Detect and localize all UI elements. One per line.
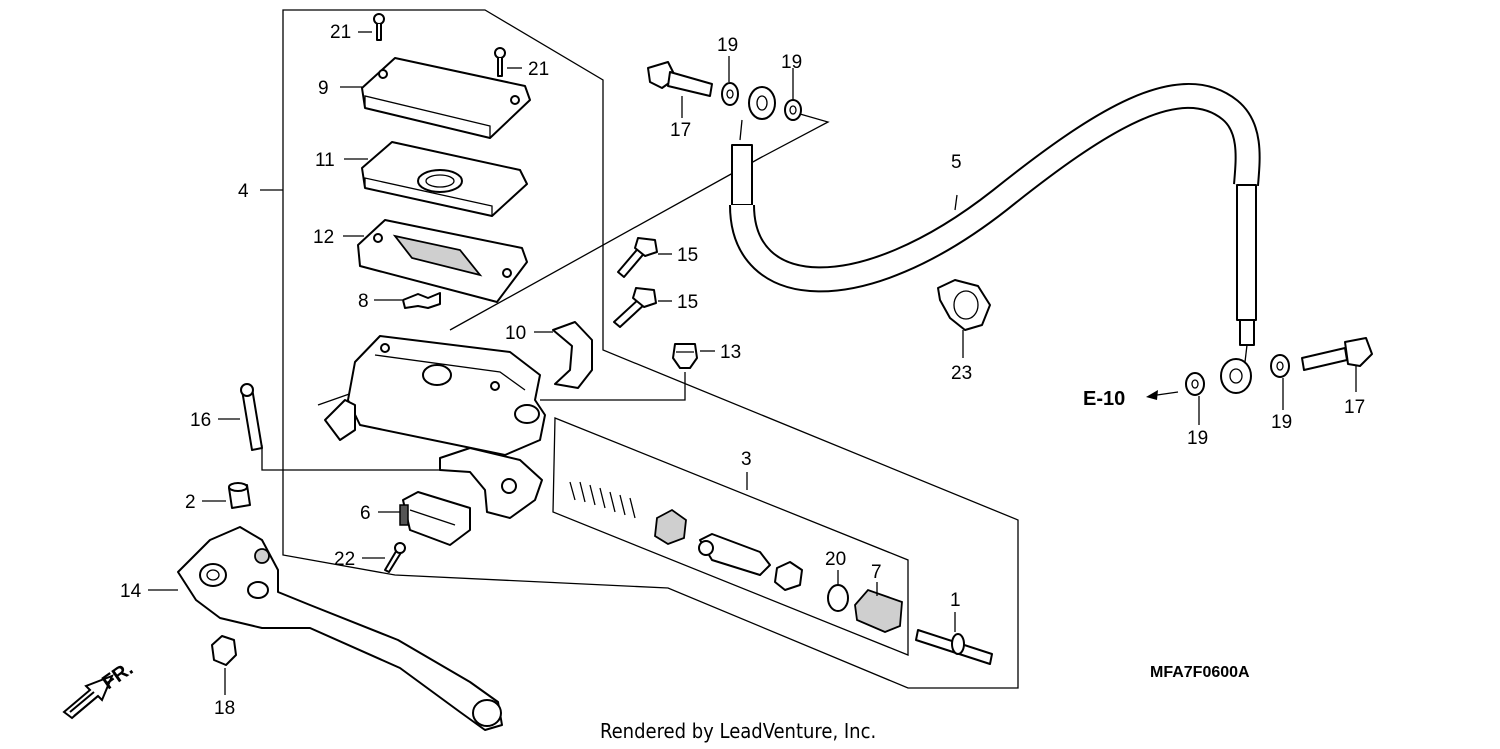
callout-19-top-a: 19 — [717, 35, 738, 56]
callout-21-right: 21 — [528, 59, 549, 80]
callout-7: 7 — [871, 562, 882, 583]
hose-guide-23 — [937, 279, 991, 331]
hose-leader-box — [449, 113, 830, 331]
clutch-hose-5 — [729, 82, 1261, 363]
washer-19-left-a — [721, 82, 739, 106]
breather13-leader — [540, 372, 686, 401]
pivot-bolt-16 — [240, 383, 263, 451]
pushrod-1 — [915, 629, 993, 665]
piston-cup — [654, 508, 687, 545]
callout-17-right: 17 — [1344, 397, 1365, 418]
callout-11: 11 — [315, 150, 335, 171]
callout-22: 22 — [334, 549, 355, 570]
diaphragm-12 — [357, 219, 528, 303]
callout-15-upper: 15 — [677, 245, 698, 266]
clip-8 — [402, 292, 441, 309]
banjo-bolt-17-left — [647, 61, 713, 97]
callout-20: 20 — [825, 549, 846, 570]
diagram-code: MFA7F0600A — [1150, 664, 1250, 681]
assembly-outline-4 — [282, 9, 1019, 689]
front-direction-arrow — [62, 674, 114, 720]
breather-13 — [672, 343, 698, 369]
callout-9: 9 — [318, 78, 329, 99]
screw-21-right — [494, 47, 506, 77]
spring — [569, 481, 636, 519]
circlip-20 — [827, 584, 849, 612]
callout-8: 8 — [358, 291, 369, 312]
callout-18: 18 — [214, 698, 235, 719]
washer-19-right-a — [1185, 372, 1205, 396]
callout-12: 12 — [313, 227, 334, 248]
callout-1: 1 — [950, 590, 961, 611]
reference-label: E-10 — [1083, 388, 1125, 410]
callout-14: 14 — [120, 581, 142, 602]
callout-13: 13 — [720, 342, 741, 363]
dust-cap-2 — [228, 482, 251, 509]
diaphragm-plate-11 — [361, 141, 528, 217]
callout-2: 2 — [185, 492, 196, 513]
banjo-fitting-right — [1220, 358, 1252, 394]
lever-14 — [177, 526, 503, 731]
reservoir-cap-9 — [361, 57, 531, 139]
nut-18 — [211, 635, 237, 666]
callout-19-bottom-a: 19 — [1187, 428, 1208, 449]
banjo-fitting-left — [748, 86, 776, 120]
bolt16-leader — [261, 445, 440, 471]
clutch-switch-6 — [399, 491, 471, 546]
piston — [698, 533, 771, 576]
footer-credit: Rendered by LeadVenture, Inc. — [600, 719, 876, 743]
callout-19-top-b: 19 — [781, 52, 802, 73]
callout-16: 16 — [190, 410, 211, 431]
assembly-outline-3 — [552, 417, 909, 656]
callout-21-top: 21 — [330, 22, 351, 43]
screw-21-top — [373, 13, 385, 41]
holder-10 — [552, 321, 593, 389]
washer-19-left-b — [784, 99, 802, 121]
master-cylinder-body — [324, 335, 546, 519]
callout-3: 3 — [741, 449, 752, 470]
screw-22 — [384, 542, 406, 573]
callout-15-lower: 15 — [677, 292, 698, 313]
boot-7 — [854, 588, 903, 633]
leader-lines — [148, 31, 1357, 695]
callout-6: 6 — [360, 503, 371, 524]
callout-10: 10 — [505, 323, 526, 344]
bolt-15-upper — [617, 237, 658, 278]
callout-19-bottom-b: 19 — [1271, 412, 1292, 433]
bolt-15-lower — [613, 287, 657, 328]
callout-17-left: 17 — [670, 120, 691, 141]
callout-5: 5 — [951, 152, 962, 173]
banjo-bolt-17-right — [1301, 337, 1373, 371]
callout-4: 4 — [238, 181, 249, 202]
callout-23: 23 — [951, 363, 972, 384]
reference-arrow — [1146, 390, 1179, 400]
secondary-cup — [774, 561, 803, 591]
washer-19-right-b — [1270, 354, 1290, 378]
